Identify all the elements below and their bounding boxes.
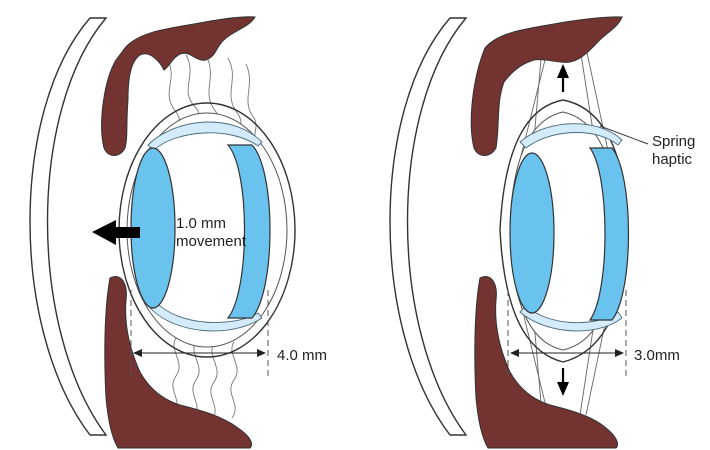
width-label-left: 4.0 mm bbox=[277, 347, 327, 364]
dimension-arrowhead-right-a bbox=[510, 349, 519, 357]
movement-label-line1: 1.0 mm bbox=[176, 215, 226, 232]
left-panel: 1.0 mm movement 4.0 mm bbox=[30, 17, 327, 448]
iol-optic-right bbox=[510, 153, 554, 313]
dimension-arrowhead-left-a bbox=[133, 349, 142, 357]
spring-haptic-label-line1: Spring bbox=[652, 133, 695, 150]
width-label-right: 3.0mm bbox=[634, 347, 680, 364]
right-panel: Spring haptic 3.0mm bbox=[390, 17, 700, 448]
dimension-arrowhead-left-b bbox=[257, 349, 266, 357]
tension-arrow-down-icon bbox=[557, 368, 569, 396]
dimension-arrowhead-right-b bbox=[615, 349, 624, 357]
spring-haptic-label-line2: haptic bbox=[652, 151, 693, 168]
cornea-left bbox=[30, 18, 106, 435]
spring-haptic-label: Spring haptic bbox=[652, 133, 700, 168]
movement-label-line2: movement bbox=[176, 233, 247, 250]
tension-arrow-up-icon bbox=[557, 64, 569, 92]
cornea-right bbox=[390, 18, 466, 435]
